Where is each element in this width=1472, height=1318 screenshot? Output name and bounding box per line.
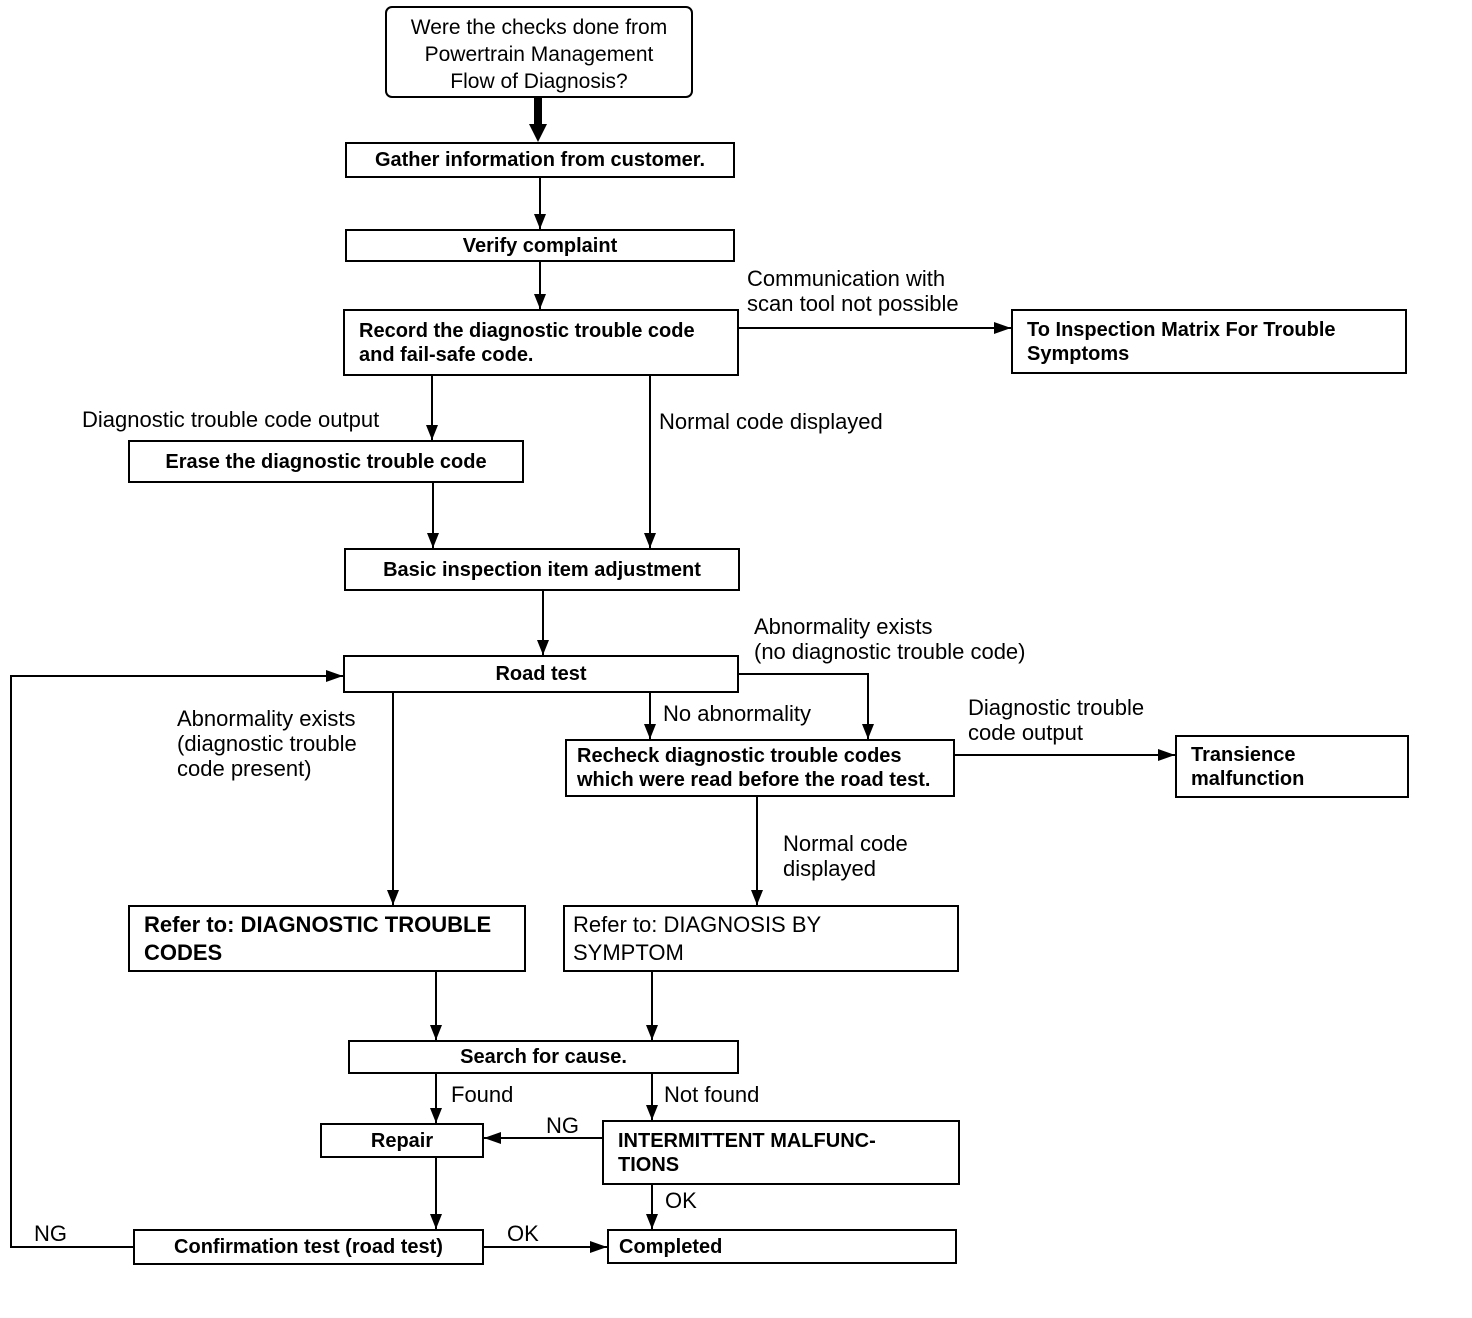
label-found: Found xyxy=(451,1082,514,1107)
label-abnormality-no-dtc: Abnormality exists (no diagnostic troubl… xyxy=(754,614,1026,664)
transience-malfunction-box: Transience malfunction xyxy=(1175,735,1409,798)
label-normal-code-displayed: Normal code displayed xyxy=(659,409,883,434)
label-not-found: Not found xyxy=(664,1082,760,1107)
label-dtc-output: Diagnostic trouble code output xyxy=(82,407,380,432)
arrow-erase-to-basic-arrowhead xyxy=(427,533,439,548)
inspection-matrix-box: To Inspection Matrix For Trouble Symptom… xyxy=(1011,309,1407,374)
arrow-road-to-recheck-arrowhead xyxy=(644,724,656,739)
label-normal-code-recheck: Normal code displayed xyxy=(783,831,908,881)
arrow-search-to-repair-arrowhead xyxy=(430,1108,442,1123)
arrow-start-to-gather-arrowhead xyxy=(529,124,547,142)
arrow-gather-to-verify-arrowhead xyxy=(534,214,546,229)
arrow-recheck-to-refer-symptom-arrowhead xyxy=(751,890,763,905)
refer-dtc-box: Refer to: DIAGNOSTIC TROUBLE CODES xyxy=(128,905,526,972)
intermittent-malfunctions-box: INTERMITTENT MALFUNC- TIONS xyxy=(602,1120,960,1185)
arrow-refer-symptom-to-search-arrowhead xyxy=(646,1025,658,1040)
label-ok-confirmation: OK xyxy=(507,1221,539,1246)
refer-symptom-box: Refer to: DIAGNOSIS BY SYMPTOM xyxy=(563,905,959,972)
arrow-intermittent-to-completed-arrowhead xyxy=(646,1214,658,1229)
gather-information-box: Gather information from customer. xyxy=(345,142,735,178)
label-dtc-output-recheck: Diagnostic trouble code output xyxy=(968,695,1145,745)
arrow-basic-to-road-arrowhead xyxy=(537,640,549,655)
label-no-abnormality: No abnormality xyxy=(663,701,811,726)
arrow-confirmation-loop-to-road-arrowhead xyxy=(326,670,343,682)
label-communication-not-possible: Communication with scan tool not possibl… xyxy=(747,266,959,316)
recheck-dtc-box: Recheck diagnostic trouble codes which w… xyxy=(565,739,955,797)
arrow-confirmation-to-completed-arrowhead xyxy=(590,1241,607,1253)
arrow-road-to-recheck-abn xyxy=(739,673,869,739)
arrow-search-to-intermittent-arrowhead xyxy=(646,1105,658,1120)
repair-box: Repair xyxy=(320,1123,484,1158)
arrow-confirmation-loop-to-road xyxy=(10,675,343,1248)
arrow-record-to-basic-arrowhead xyxy=(644,533,656,548)
record-dtc-box: Record the diagnostic trouble code and f… xyxy=(343,309,739,376)
label-ng-to-repair: NG xyxy=(546,1113,579,1138)
arrow-road-to-recheck-abn-arrowhead xyxy=(862,724,874,739)
search-for-cause-box: Search for cause. xyxy=(348,1040,739,1074)
verify-complaint-box: Verify complaint xyxy=(345,229,735,262)
label-ng-loop-back: NG xyxy=(34,1221,67,1246)
road-test-box: Road test xyxy=(343,655,739,693)
label-ok-to-completed: OK xyxy=(665,1188,697,1213)
confirmation-test-box: Confirmation test (road test) xyxy=(133,1229,484,1265)
arrow-record-to-erase-arrowhead xyxy=(426,425,438,440)
arrow-verify-to-record-arrowhead xyxy=(534,294,546,309)
arrow-repair-to-confirmation-arrowhead xyxy=(430,1214,442,1229)
start-question-box: Were the checks done from Powertrain Man… xyxy=(385,6,693,98)
erase-dtc-box: Erase the diagnostic trouble code xyxy=(128,440,524,483)
arrow-road-to-refer-dtc-arrowhead xyxy=(387,890,399,905)
arrow-record-to-matrix-arrowhead xyxy=(994,322,1011,334)
arrow-refer-dtc-to-search-arrowhead xyxy=(430,1025,442,1040)
arrow-recheck-to-transience-arrowhead xyxy=(1158,749,1175,761)
completed-box: Completed xyxy=(607,1229,957,1264)
arrow-intermittent-to-repair-arrowhead xyxy=(484,1132,501,1144)
basic-inspection-box: Basic inspection item adjustment xyxy=(344,548,740,591)
label-abnormality-dtc-present: Abnormality exists (diagnostic trouble c… xyxy=(177,706,357,781)
